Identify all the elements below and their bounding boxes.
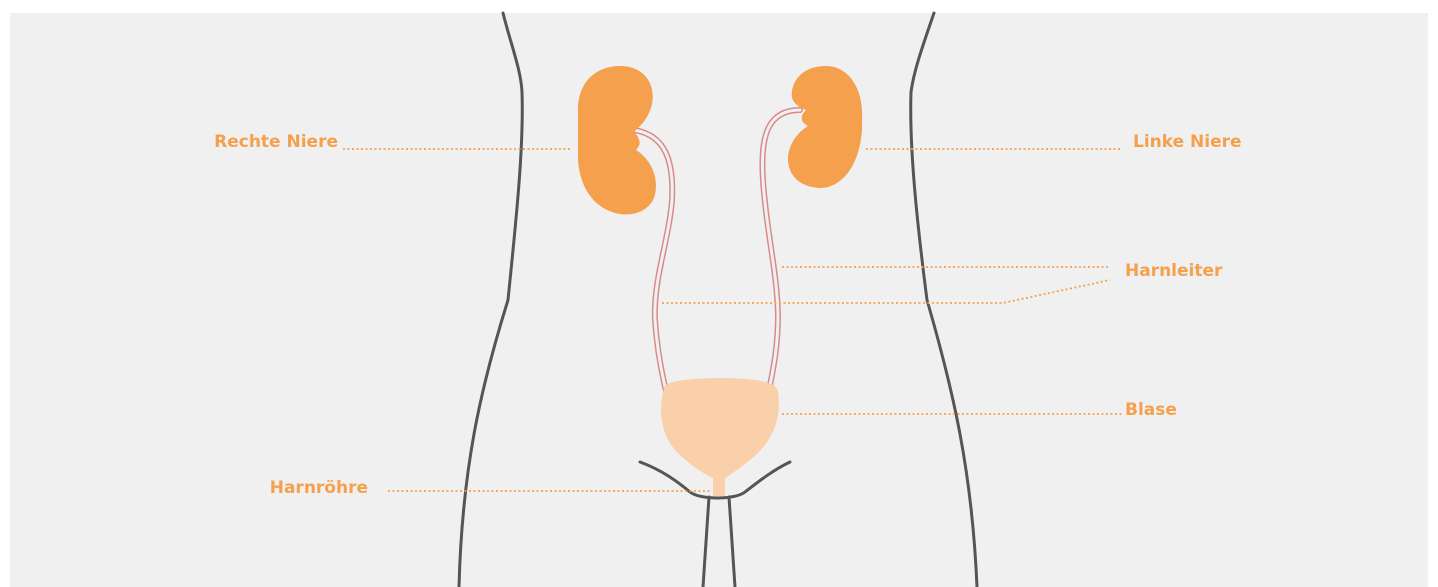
label-urethra: Harnröhre bbox=[270, 480, 368, 497]
label-left-kidney: Linke Niere bbox=[1133, 134, 1242, 151]
label-bladder: Blase bbox=[1125, 402, 1177, 419]
label-ureter: Harnleiter bbox=[1125, 263, 1222, 280]
label-right-kidney: Rechte Niere bbox=[214, 134, 338, 151]
left-kidney-shape bbox=[788, 66, 862, 188]
bladder-shape bbox=[661, 378, 779, 482]
leg-inner-right bbox=[729, 497, 735, 587]
body-outline-right bbox=[911, 13, 977, 587]
urethra-shape bbox=[713, 474, 725, 496]
body-outline-left bbox=[459, 13, 522, 587]
leg-inner-left bbox=[703, 497, 709, 587]
right-kidney-shape bbox=[578, 66, 656, 214]
leader-ureter-lower bbox=[662, 280, 1110, 303]
